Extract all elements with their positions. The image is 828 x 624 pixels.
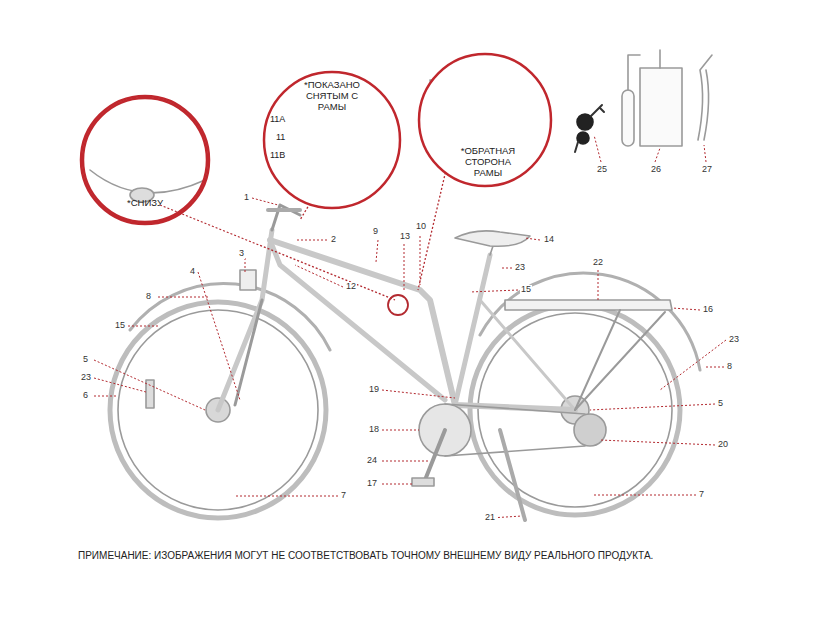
callout-number: 11 bbox=[276, 132, 294, 142]
circle-caption: *СНИЗУ bbox=[115, 198, 175, 209]
callout-number: 21 bbox=[484, 513, 496, 523]
callout-number: 13 bbox=[399, 232, 411, 242]
callout-number: 23 bbox=[514, 263, 526, 273]
callout-number: 4 bbox=[189, 267, 196, 277]
callout-number: 5 bbox=[82, 355, 89, 365]
detail-circle: *ОБРАТНАЯ СТОРОНА РАМЫ bbox=[417, 52, 553, 188]
callout-number: 20 bbox=[717, 440, 729, 450]
callout-number: 8 bbox=[145, 292, 152, 302]
callout-number: 11A bbox=[270, 114, 294, 124]
detail-circle: *СНИЗУ bbox=[81, 96, 209, 224]
circle-caption: *ОБРАТНАЯ СТОРОНА РАМЫ bbox=[453, 146, 523, 179]
callout-number: 25 bbox=[596, 165, 608, 175]
callout-number: 19 bbox=[368, 385, 380, 395]
callout-number: 11B bbox=[270, 150, 294, 160]
note-caption: ПРИМЕЧАНИЕ: ИЗОБРАЖЕНИЯ МОГУТ НЕ СООТВЕТ… bbox=[78, 550, 653, 561]
callout-number: 1 bbox=[243, 193, 250, 203]
detail-circle: *ПОКАЗАНО СНЯТЫМ С РАМЫ11A 11 11B bbox=[262, 70, 402, 210]
callout-number: 6 bbox=[82, 391, 89, 401]
callout-number: 2 bbox=[330, 235, 337, 245]
callout-number: 23 bbox=[80, 373, 92, 383]
callout-number: 18 bbox=[368, 425, 380, 435]
circle-caption: *ПОКАЗАНО СНЯТЫМ С РАМЫ bbox=[292, 80, 372, 113]
callout-number: 9 bbox=[372, 227, 379, 237]
callout-number: 24 bbox=[366, 456, 378, 466]
callout-number: 8 bbox=[726, 362, 733, 372]
callout-number: 22 bbox=[592, 258, 604, 268]
callout-number: 7 bbox=[340, 491, 347, 501]
callout-number: 10 bbox=[415, 222, 427, 232]
callout-number: 23 bbox=[728, 335, 740, 345]
callout-number: 3 bbox=[238, 249, 245, 259]
callout-number: 15 bbox=[114, 321, 126, 331]
callout-number: 17 bbox=[366, 479, 378, 489]
callout-number: 26 bbox=[650, 165, 662, 175]
callout-number: 14 bbox=[543, 235, 555, 245]
callout-number: 27 bbox=[701, 165, 713, 175]
callout-number: 16 bbox=[702, 305, 714, 315]
callout-number: 12 bbox=[345, 282, 357, 292]
callout-number: 15 bbox=[520, 285, 532, 295]
callout-number: 5 bbox=[717, 399, 724, 409]
callout-number: 7 bbox=[698, 490, 705, 500]
